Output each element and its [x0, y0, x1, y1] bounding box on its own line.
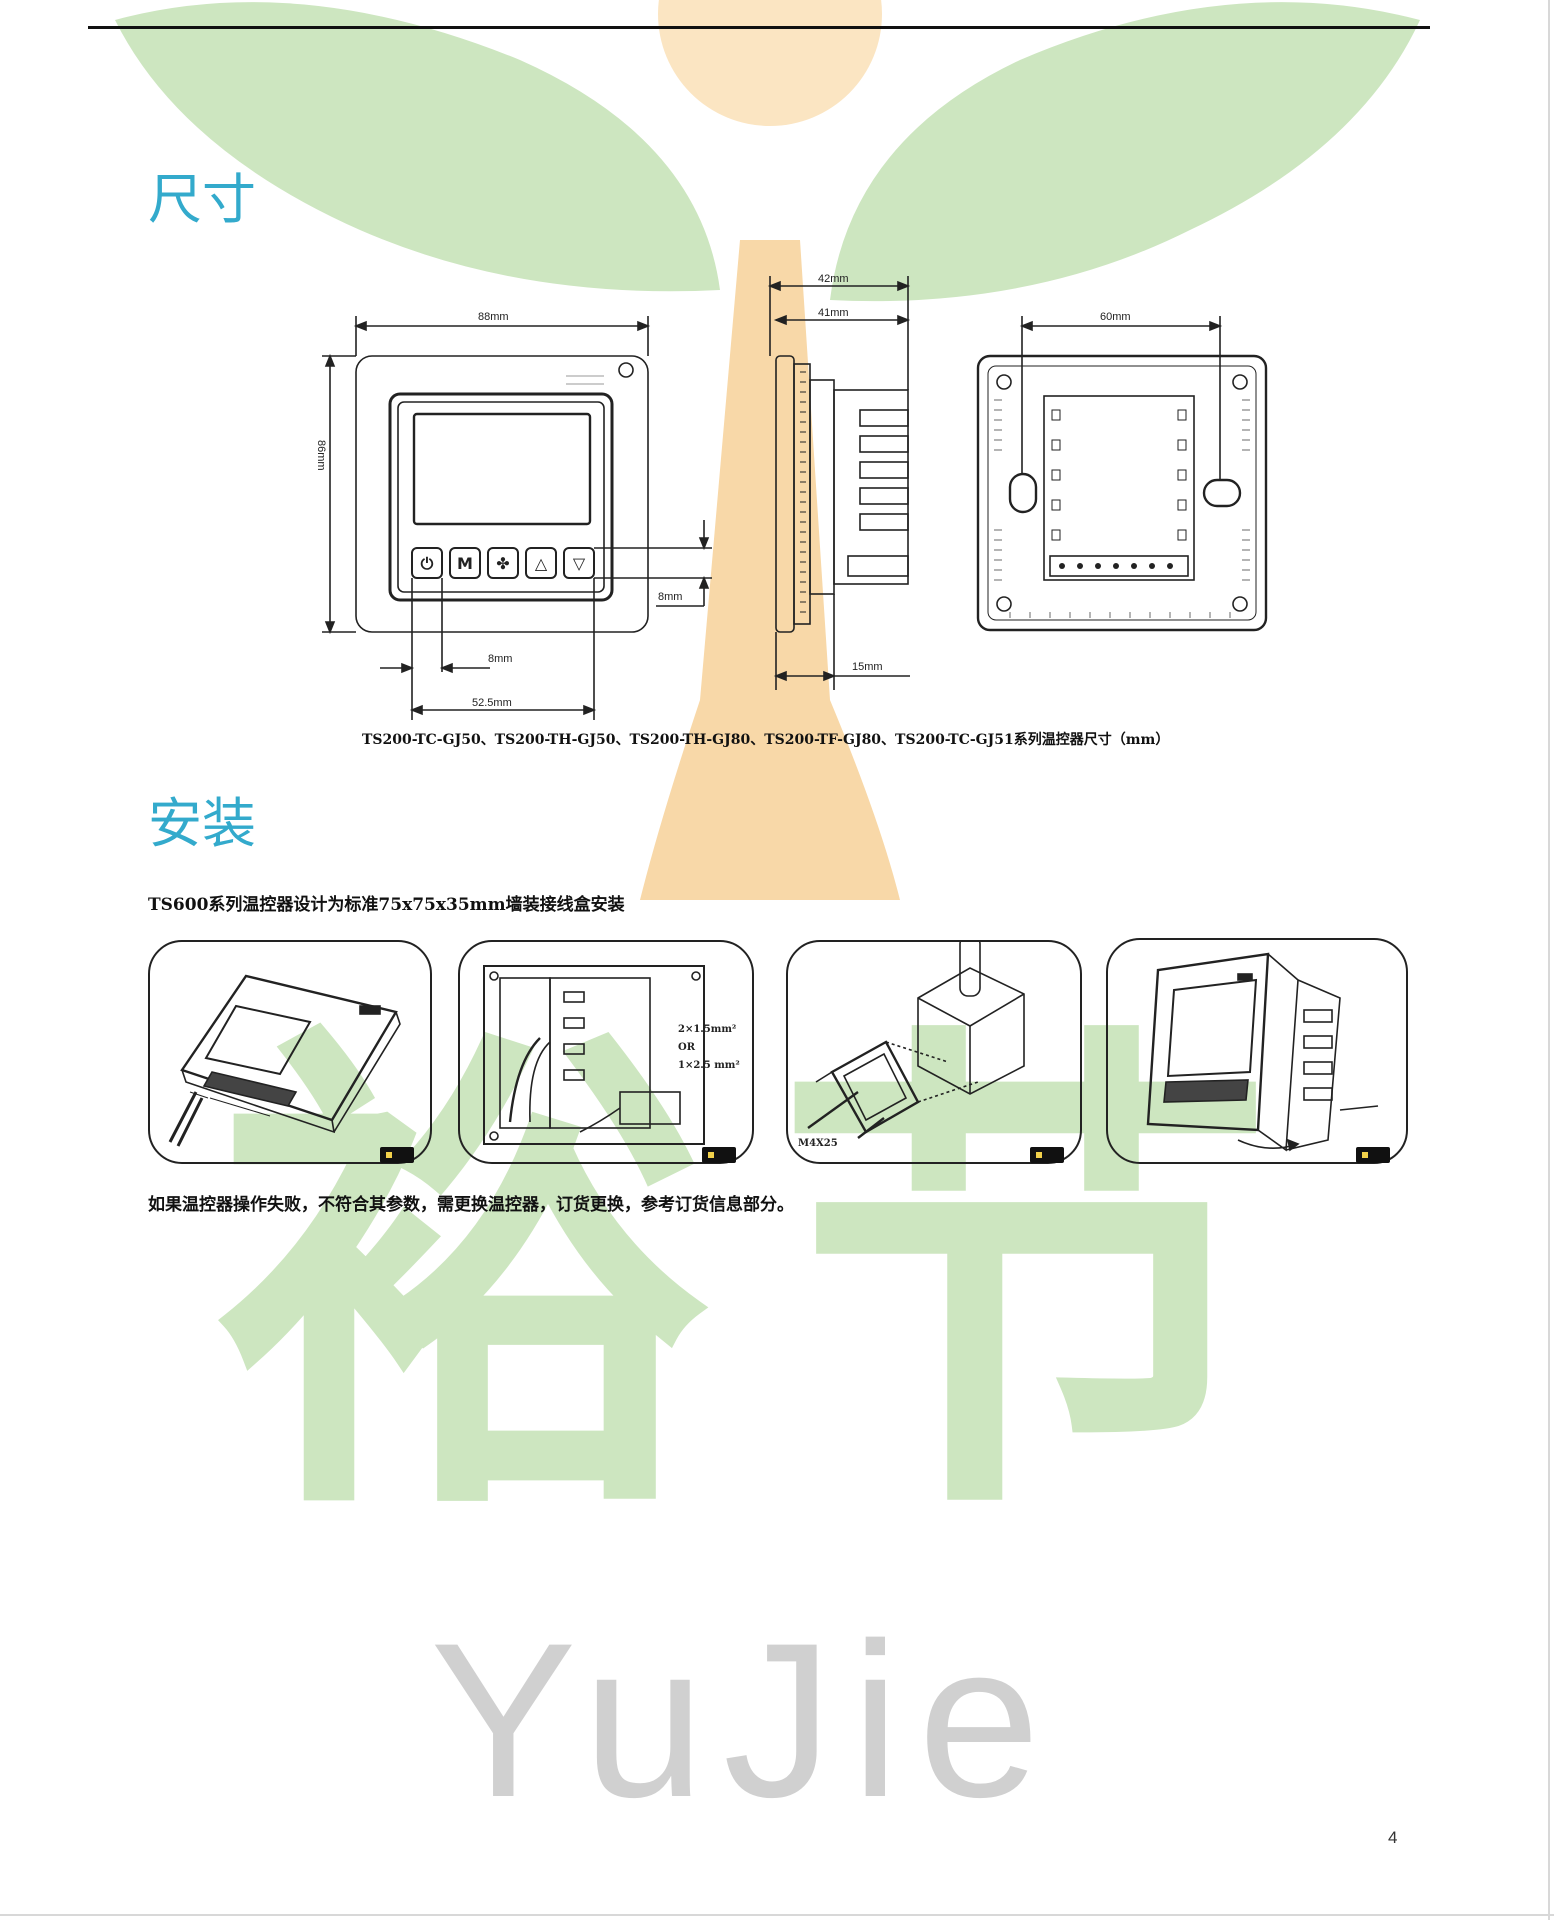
front-lcd [412, 412, 592, 526]
wire-spec-1-label: 2×1.5mm² [678, 1024, 736, 1035]
step-tag-1 [380, 1147, 414, 1163]
install-step-3-illustration: M4X25 [798, 942, 1025, 1149]
page-edge-bottom [0, 1914, 1554, 1916]
dimensions-caption: TS200-TC-GJ50、TS200-TH-GJ50、TS200-TH-GJ8… [362, 732, 1170, 748]
side-front-plate [775, 355, 795, 633]
install-step-4-panel [1106, 938, 1408, 1164]
button-height-label: 8mm [658, 591, 682, 603]
installation-intro: TS600系列温控器设计为标准75x75x35mm墙装接线盒安装 [148, 895, 625, 915]
install-step-2-illustration: 2×1.5mm² OR 1×2.5 mm² [483, 965, 740, 1145]
side-base-label: 15mm [852, 661, 883, 673]
front-height-label: 86mm [315, 440, 327, 471]
front-inner [397, 401, 605, 593]
step-tag-4 [1356, 1147, 1390, 1163]
power-button [411, 547, 443, 579]
installation-note: 如果温控器操作失败，不符合其参数，需更换温控器，订货更换，参考订货信息部分。 [148, 1195, 794, 1215]
mode-button [449, 547, 481, 579]
installation-heading: 安装 [148, 792, 256, 855]
front-view-drawing [322, 316, 712, 720]
side-back [833, 389, 909, 585]
down-arrow-icon: ▽ [573, 554, 586, 573]
down-button [563, 547, 595, 579]
up-arrow-icon: △ [535, 554, 548, 573]
mode-icon: M [457, 554, 473, 573]
step-tag-2 [702, 1147, 736, 1163]
button-pitch-label: 8mm [488, 653, 512, 665]
front-buttons [411, 547, 595, 579]
install-step-3-panel: M4X25 [786, 940, 1082, 1164]
side-depth-outer-label: 42mm [818, 273, 849, 285]
front-logo-mark [618, 362, 634, 378]
screw-spec-label: M4X25 [798, 1138, 838, 1149]
back-mount-hole-left [1008, 472, 1038, 514]
back-housing [976, 354, 1268, 632]
up-button [525, 547, 557, 579]
back-terminal-block [1043, 395, 1195, 581]
install-step-1-illustration [168, 974, 401, 1147]
wire-spec-2-label: 1×2.5 mm² [678, 1060, 740, 1071]
front-width-label: 88mm [478, 311, 509, 323]
side-view-drawing [767, 276, 911, 690]
back-hole-spacing-label: 60mm [1100, 311, 1131, 323]
back-view-drawing [976, 316, 1268, 632]
page-edge-right [1548, 0, 1550, 1920]
fan-icon: ✤ [496, 554, 509, 573]
install-step-2-panel: 2×1.5mm² OR 1×2.5 mm² [458, 940, 754, 1164]
wire-spec-or-label: OR [678, 1042, 696, 1053]
front-bezel [388, 392, 614, 602]
fan-button [487, 547, 519, 579]
step-tag-3 [1030, 1147, 1064, 1163]
page-number: 4 [1388, 1828, 1398, 1847]
side-frame [793, 363, 811, 625]
side-body [809, 379, 835, 595]
power-icon: ⏻ [421, 554, 434, 573]
install-step-1-panel [148, 940, 432, 1164]
back-mount-hole-right [1202, 478, 1242, 508]
button-span-label: 52.5mm [472, 697, 512, 709]
side-depth-inner-label: 41mm [818, 307, 849, 319]
install-step-4-illustration [1146, 952, 1379, 1152]
